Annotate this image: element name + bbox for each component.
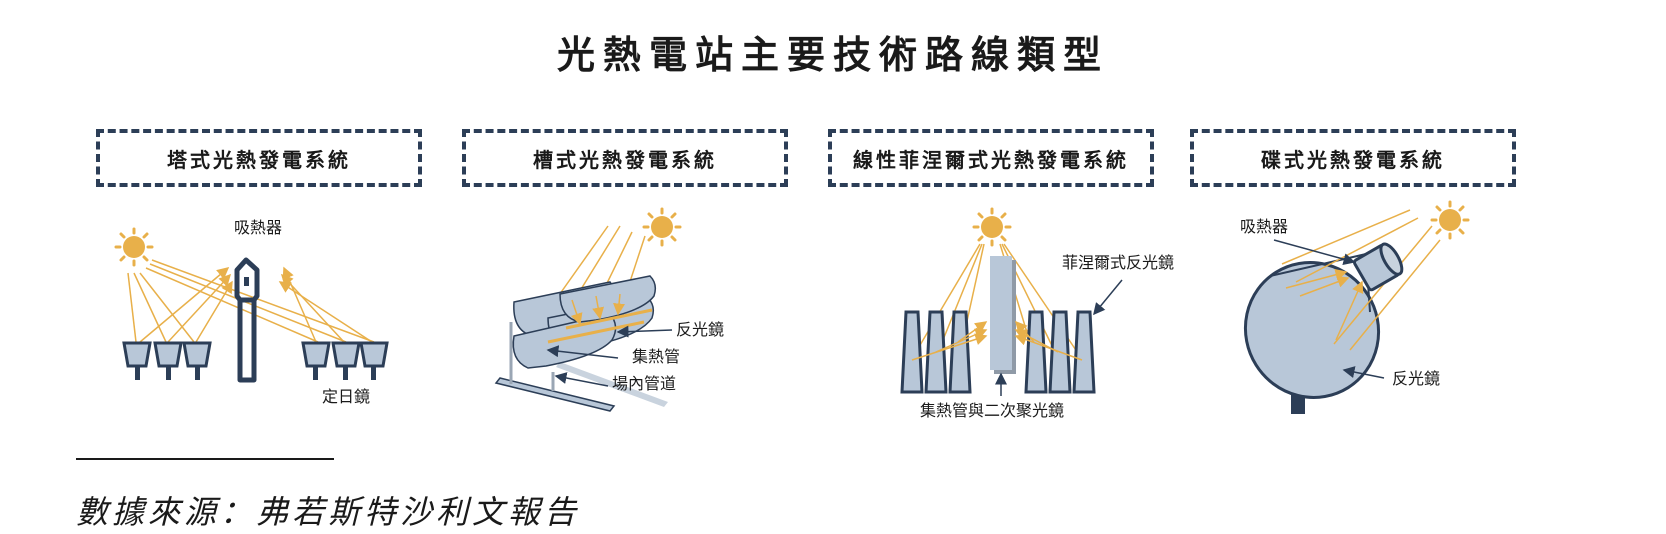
tower-system-title: 塔式光熱發電系統	[96, 129, 422, 187]
source-note: 數據來源：弗若斯特沙利文報告	[76, 493, 581, 531]
trough-diagram: 反光鏡 集熱管 場內管道	[494, 207, 724, 412]
tower-structure	[234, 257, 260, 383]
tower-receiver-label: 吸熱器	[234, 218, 282, 237]
trough-reflector-label: 反光鏡	[676, 320, 724, 339]
fresnel-mirrors	[900, 310, 1096, 394]
sun-icon	[972, 207, 1012, 247]
piping-structure	[494, 322, 668, 412]
fresnel-collector-label: 集熱管與二次聚光鏡	[920, 401, 1064, 420]
dish-receiver	[1353, 242, 1404, 292]
tower-diagram: 吸熱器 定日鏡	[114, 218, 389, 406]
dish-reflector-label: 反光鏡	[1392, 369, 1440, 388]
sun-icon	[114, 227, 154, 267]
trough-piping-label: 場內管道	[612, 374, 676, 393]
trough-collector-label: 集熱管	[632, 347, 680, 366]
sun-icon	[1430, 200, 1470, 240]
heliostat-group	[122, 341, 389, 380]
dish-diagram: 吸熱器 反光鏡	[1240, 200, 1470, 414]
fresnel-system-title: 線性菲涅爾式光熱發電系統	[828, 129, 1154, 187]
dish-system-title: 碟式光熱發電系統	[1190, 129, 1516, 187]
source-divider	[76, 458, 334, 460]
trough-system-title: 槽式光熱發電系統	[462, 129, 788, 187]
sun-icon	[642, 207, 682, 247]
fresnel-diagram: 菲涅爾式反光鏡 集熱管與二次聚光鏡	[900, 207, 1174, 420]
page-title: 光熱電站主要技術路線類型	[556, 33, 1109, 77]
dish-receiver-label: 吸熱器	[1240, 217, 1288, 236]
collector-tube	[990, 256, 1016, 374]
tower-heliostat-label: 定日鏡	[322, 387, 370, 406]
fresnel-reflector-label: 菲涅爾式反光鏡	[1062, 253, 1174, 272]
